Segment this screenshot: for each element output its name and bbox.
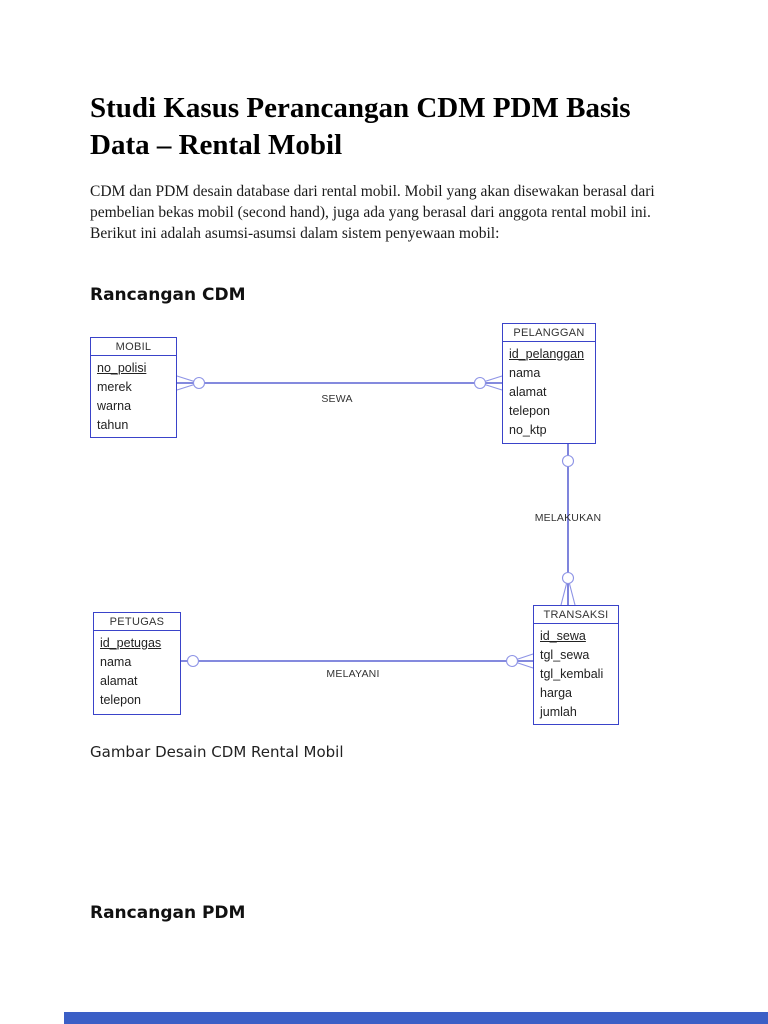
cdm-figure-caption: Gambar Desain CDM Rental Mobil: [90, 743, 344, 761]
attribute: telepon: [100, 693, 142, 707]
attribute: id_sewa: [540, 629, 586, 643]
attribute: harga: [540, 686, 572, 700]
attribute: alamat: [100, 674, 138, 688]
attribute: no_polisi: [97, 361, 147, 375]
attribute: warna: [97, 399, 132, 413]
attribute: merek: [97, 380, 132, 394]
entity-petugas-title: PETUGAS: [94, 613, 180, 631]
cdm-diagram: MOBIL no_polisi merek warna tahun PELANG…: [0, 320, 768, 740]
attribute: jumlah: [540, 705, 577, 719]
entity-transaksi-title: TRANSAKSI: [534, 606, 618, 624]
intro-paragraph: CDM dan PDM desain database dari rental …: [90, 183, 655, 242]
attribute: tahun: [97, 418, 129, 432]
entity-pelanggan-title: PELANGGAN: [503, 324, 595, 342]
attribute: id_petugas: [100, 636, 162, 650]
section-heading-rancangan-pdm: Rancangan PDM: [90, 903, 246, 923]
relationship-label-melayani: MELAYANI: [326, 668, 380, 680]
relationship-connectors: [176, 375, 576, 669]
attribute: telepon: [509, 404, 551, 418]
entity-mobil: MOBIL no_polisi merek warna tahun: [90, 337, 177, 438]
entity-pelanggan: PELANGGAN id_pelanggan nama alamat telep…: [502, 323, 596, 444]
entity-petugas: PETUGAS id_petugas nama alamat telepon: [93, 612, 181, 715]
relationship-label-sewa: SEWA: [321, 393, 353, 405]
attribute: tgl_kembali: [540, 667, 604, 681]
attribute: nama: [509, 366, 541, 380]
attribute: no_ktp: [509, 423, 547, 437]
attribute: tgl_sewa: [540, 648, 590, 662]
entity-transaksi: TRANSAKSI id_sewa tgl_sewa tgl_kembali h…: [533, 605, 619, 725]
attribute: id_pelanggan: [509, 347, 585, 361]
attribute: alamat: [509, 385, 547, 399]
relationship-label-melakukan: MELAKUKAN: [534, 512, 602, 524]
section-heading-rancangan-cdm: Rancangan CDM: [90, 285, 246, 305]
page-title: Studi Kasus Perancangan CDM PDM Basis Da…: [90, 92, 631, 161]
entity-mobil-title: MOBIL: [91, 338, 176, 356]
next-figure-top-strip: [64, 1012, 768, 1024]
attribute: nama: [100, 655, 132, 669]
